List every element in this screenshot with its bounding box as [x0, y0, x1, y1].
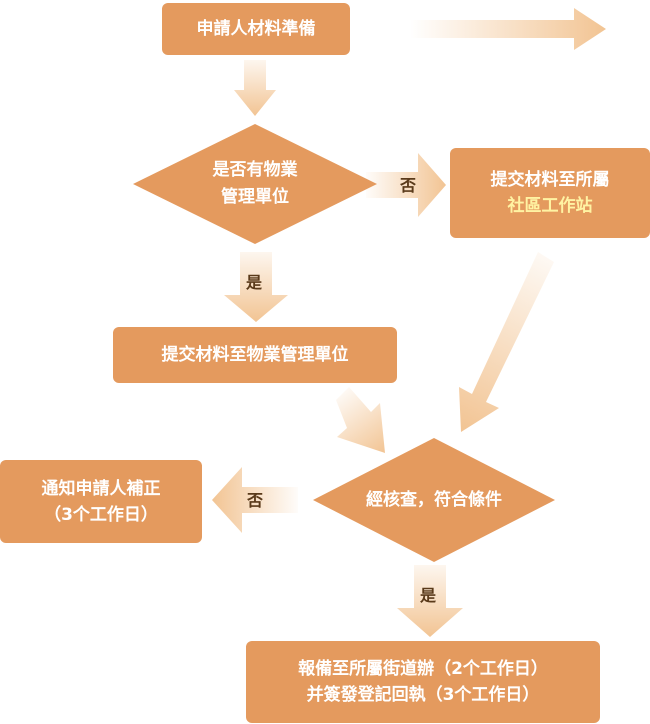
step-report-line2: 并簽發登記回執（3个工作日） — [306, 685, 540, 705]
arrow-station-to-review — [459, 252, 554, 432]
step-report-street-office: 報備至所屬街道辦（2个工作日） 并簽發登記回執（3个工作日） — [246, 641, 600, 723]
step-prepare-materials: 申請人材料準備 — [162, 3, 350, 55]
arrow-review-yes — [397, 565, 463, 637]
step-report-line1: 報備至所屬街道辦（2个工作日） — [298, 659, 548, 679]
label-yes-bottom: 是 — [420, 586, 437, 605]
arrow-review-no — [212, 467, 298, 533]
step-notify-line2: （3个工作日） — [44, 504, 158, 525]
arrow-prepare-to-decision — [234, 60, 276, 116]
step-submit-management-label: 提交材料至物業管理單位 — [161, 345, 349, 365]
decision-management-text: 是否有物業 管理單位 — [205, 157, 305, 211]
decision-management-line1: 是否有物業 — [212, 160, 298, 180]
step-submit-station-line1: 提交材料至所屬 — [490, 170, 610, 190]
arrow-decision-no — [366, 153, 446, 217]
step-notify-applicant: 通知申請人補正 （3个工作日） — [0, 460, 202, 543]
decision-management-line2: 管理單位 — [221, 187, 289, 207]
decision-diamond-review — [313, 438, 555, 562]
step-submit-station-line2: 社區工作站 — [507, 196, 593, 216]
step-notify-line1: 通知申請人補正 — [41, 478, 161, 499]
arrow-management-to-review — [336, 387, 385, 453]
step-prepare-materials-label: 申請人材料準備 — [196, 19, 316, 39]
label-yes-mid: 是 — [246, 273, 263, 292]
decision-review-label: 經核查，符合條件 — [366, 490, 502, 510]
step-submit-management: 提交材料至物業管理單位 — [113, 327, 397, 383]
arrow-decision-yes — [224, 252, 288, 322]
label-no-top: 否 — [400, 176, 417, 195]
decision-review-text: 經核查，符合條件 — [344, 487, 524, 514]
label-no-left: 否 — [247, 491, 264, 510]
step-submit-community-station: 提交材料至所屬 社區工作站 — [450, 148, 650, 238]
arrow-top-right — [410, 8, 606, 50]
decision-diamond-management — [133, 124, 377, 244]
